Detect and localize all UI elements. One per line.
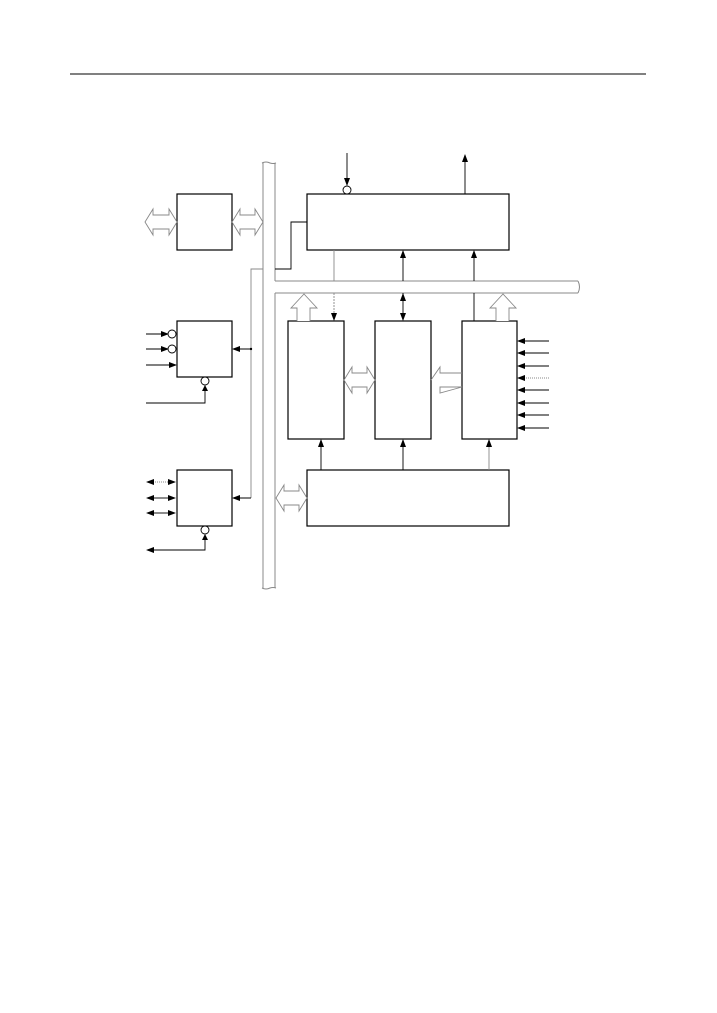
- bus-feed-line: [250, 268, 263, 498]
- inverter-bubble-icon: [200, 376, 210, 386]
- column-block-2: [374, 320, 432, 440]
- junction-dot: [249, 347, 253, 351]
- top-block: [306, 193, 510, 251]
- fat-arrow-up-icon: [289, 293, 319, 321]
- inverter-bubble-icon: [342, 185, 352, 195]
- column-3-inputs: [517, 338, 549, 431]
- horizontal-bus: [275, 280, 580, 294]
- left-block-middle: [176, 320, 233, 378]
- input-line: [146, 386, 206, 404]
- double-arrow-icon: [275, 483, 308, 513]
- inverter-bubble-icon: [167, 344, 177, 354]
- arrowhead: [146, 547, 154, 553]
- bidirectional-lines: [146, 479, 176, 516]
- arrowhead: [202, 385, 208, 391]
- output-line: [154, 540, 206, 551]
- inverter-bubble-icon: [200, 525, 210, 535]
- left-block-bottom: [176, 469, 233, 527]
- column-block-1: [287, 320, 345, 440]
- fat-arrow-up-icon: [488, 293, 518, 321]
- bus-link: [275, 221, 307, 270]
- arrowhead: [202, 534, 208, 540]
- column-block-3: [461, 320, 518, 440]
- bottom-block: [306, 469, 510, 527]
- double-arrow-icon: [231, 207, 264, 237]
- double-arrow-icon: [343, 365, 376, 395]
- inverter-bubble-icon: [167, 329, 177, 339]
- vertical-bus: [261, 161, 277, 590]
- double-arrow-icon: [144, 207, 178, 237]
- fat-arrow-left-icon: [430, 365, 463, 394]
- left-block-top: [176, 193, 233, 251]
